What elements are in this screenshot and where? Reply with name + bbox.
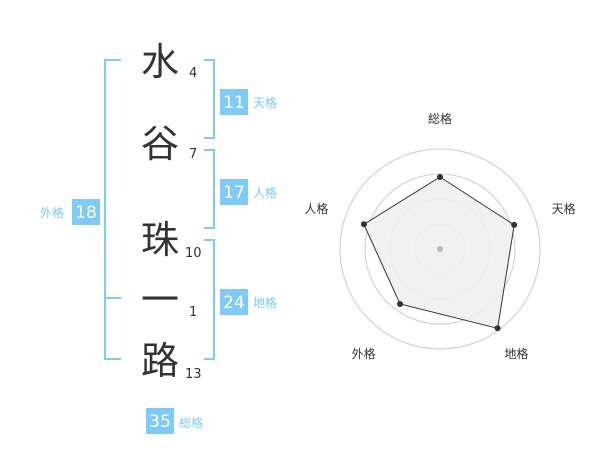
chikaku-badge: 24 地格 xyxy=(220,289,277,315)
soukaku-badge: 35 総格 xyxy=(146,408,203,434)
radar-point-5 xyxy=(360,221,367,228)
tenkaku-label: 天格 xyxy=(253,95,277,110)
jinkaku-badge: 17 人格 xyxy=(220,179,277,205)
soukaku-badge-box xyxy=(146,408,174,434)
radar-axis-label-1: 総格 xyxy=(428,111,452,126)
radar-point-1 xyxy=(437,174,443,180)
name-char-5: 路 xyxy=(141,339,179,383)
stroke-count-2: 7 xyxy=(189,147,197,162)
radar-point-3 xyxy=(494,325,501,332)
radar-axis-label-5: 人格 xyxy=(304,201,328,216)
tenkaku-badge: 11 天格 xyxy=(220,89,277,115)
chikaku-bracket xyxy=(204,239,215,360)
radar-axis-label-3: 地格 xyxy=(504,346,528,361)
radar-data-polygon xyxy=(363,176,515,329)
jinkaku-badge-box xyxy=(220,179,248,205)
jinkaku-value: 17 xyxy=(223,183,245,203)
radar-center-dot xyxy=(437,246,443,252)
name-char-1: 水 xyxy=(141,40,179,84)
tenkaku-bracket xyxy=(204,59,215,139)
radar-point-4 xyxy=(397,301,404,308)
soukaku-label: 総格 xyxy=(179,415,203,430)
name-characters: 水 4 谷 7 珠 10 一 1 路 13 xyxy=(141,40,202,383)
radar-axis-label-2: 天格 xyxy=(552,201,576,216)
gaikaku-label: 外格 xyxy=(40,205,64,220)
tenkaku-value: 11 xyxy=(223,93,245,113)
name-char-4: 一 xyxy=(141,278,179,322)
gaikaku-badge-box xyxy=(72,199,100,225)
gaikaku-bracket xyxy=(104,59,121,360)
chikaku-badge-box xyxy=(220,289,248,315)
gaikaku-badge: 外格 18 xyxy=(40,199,100,225)
radar-ring xyxy=(339,148,541,350)
radar-axis-label-4: 外格 xyxy=(352,346,376,361)
gaikaku-value: 18 xyxy=(75,203,97,223)
stroke-count-1: 4 xyxy=(189,66,197,81)
jinkaku-bracket xyxy=(204,149,215,229)
chikaku-label: 地格 xyxy=(253,295,277,310)
radar-point-2 xyxy=(511,221,518,228)
chikaku-value: 24 xyxy=(223,293,245,313)
soukaku-value: 35 xyxy=(149,412,171,432)
stroke-count-4: 1 xyxy=(189,305,197,320)
radar-points xyxy=(360,174,518,332)
name-char-2: 谷 xyxy=(141,122,179,166)
stroke-count-5: 13 xyxy=(185,367,202,382)
jinkaku-label: 人格 xyxy=(253,185,277,200)
tenkaku-badge-box xyxy=(220,89,248,115)
stroke-count-3: 10 xyxy=(185,246,202,261)
name-char-3: 珠 xyxy=(141,218,179,262)
